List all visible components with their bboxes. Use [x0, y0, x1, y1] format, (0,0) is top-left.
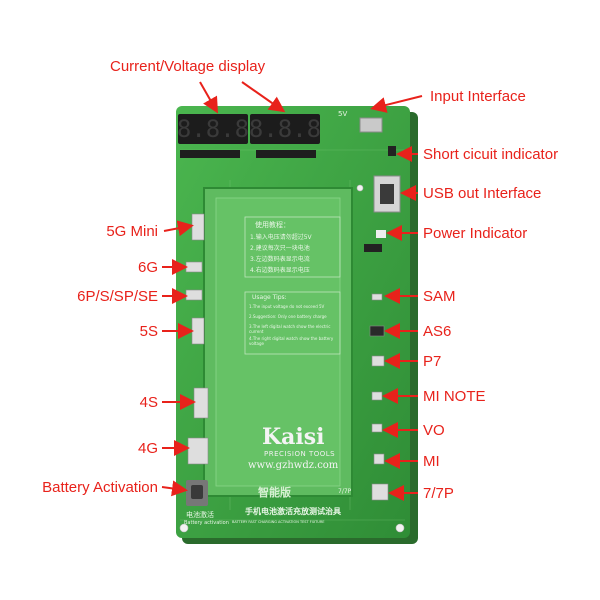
cn-tip-3: 3.左边数码表显示电流 [250, 256, 310, 263]
label-as6: AS6 [423, 323, 452, 340]
cn-tip-4: 4.右边数码表显示电压 [250, 267, 310, 274]
activation-caption-en: Battery activation [184, 520, 229, 526]
label-short-circuit: Short cicuit indicator [423, 146, 559, 163]
brand-logo: Kaisi [262, 424, 325, 450]
input-connector: 5V [338, 110, 383, 133]
label-5g-mini: 5G Mini [106, 223, 158, 240]
current-display: 8.8.8 [177, 114, 249, 144]
mounting-holes [179, 184, 405, 533]
usage-tip-2: 2.Suggestion: Only one battery charge [249, 314, 327, 319]
cn-tip-2: 2.建议每次只一块电池 [250, 245, 310, 252]
cn-tip-1: 1.输入电压请勿超过5V [250, 234, 312, 241]
current-display-digits: 8.8.8 [177, 115, 249, 143]
cn-tips-title: 使用教程： [255, 221, 290, 229]
model-label: 7/7P [338, 488, 352, 495]
label-usb-out: USB out Interface [423, 185, 542, 202]
label-power-indicator: Power Indicator [423, 225, 528, 242]
usage-tip-4: 4.The right digital watch show the batte… [249, 336, 334, 346]
usage-tips-title: Usage Tips: [252, 294, 287, 301]
label-5s: 5S [139, 323, 158, 340]
label-6g: 6G [137, 259, 158, 276]
label-4s: 4S [139, 394, 158, 411]
english-title: BATTERY FAST CHARGING ACTIVATION TEST FI… [232, 520, 325, 524]
usb-port [373, 175, 401, 213]
battery-activation-button [186, 480, 208, 506]
label-sam: SAM [423, 288, 456, 305]
short-circuit-led [388, 146, 396, 156]
brand-sub: PRECISION TOOLS [264, 450, 336, 458]
power-indicator-led [376, 230, 386, 238]
label-input-interface: Input Interface [430, 88, 526, 105]
label-7-7p: 7/7P [423, 485, 454, 502]
cn-tips-box [244, 216, 341, 278]
voltage-display: 8.8.8 [249, 114, 321, 144]
usage-tips-box [244, 291, 341, 355]
label-current-voltage-display: Current/Voltage display [110, 58, 266, 75]
voltage-display-digits: 8.8.8 [249, 115, 321, 143]
header-pins [180, 150, 316, 158]
edition-label: 智能版 [258, 486, 291, 499]
label-mi: MI [423, 453, 440, 470]
label-battery-activation: Battery Activation [42, 479, 158, 496]
chinese-title: 手机电池激活充放测试治具 [245, 507, 341, 516]
label-6p-s-sp-se: 6P/S/SP/SE [77, 288, 158, 305]
label-vo: VO [423, 422, 445, 439]
activation-caption: 电池激活 [186, 511, 214, 519]
dc-label: 5V [338, 110, 347, 118]
label-4g: 4G [137, 440, 158, 457]
usage-tip-3: 3.The left digital watch show the electr… [249, 324, 331, 334]
label-mi-note: MI NOTE [423, 388, 486, 405]
website: www.gzhwdz.com [248, 460, 339, 471]
usage-tip-1: 1.The input voltage do not exceed 5V [249, 304, 325, 309]
label-p7: P7 [423, 353, 442, 370]
